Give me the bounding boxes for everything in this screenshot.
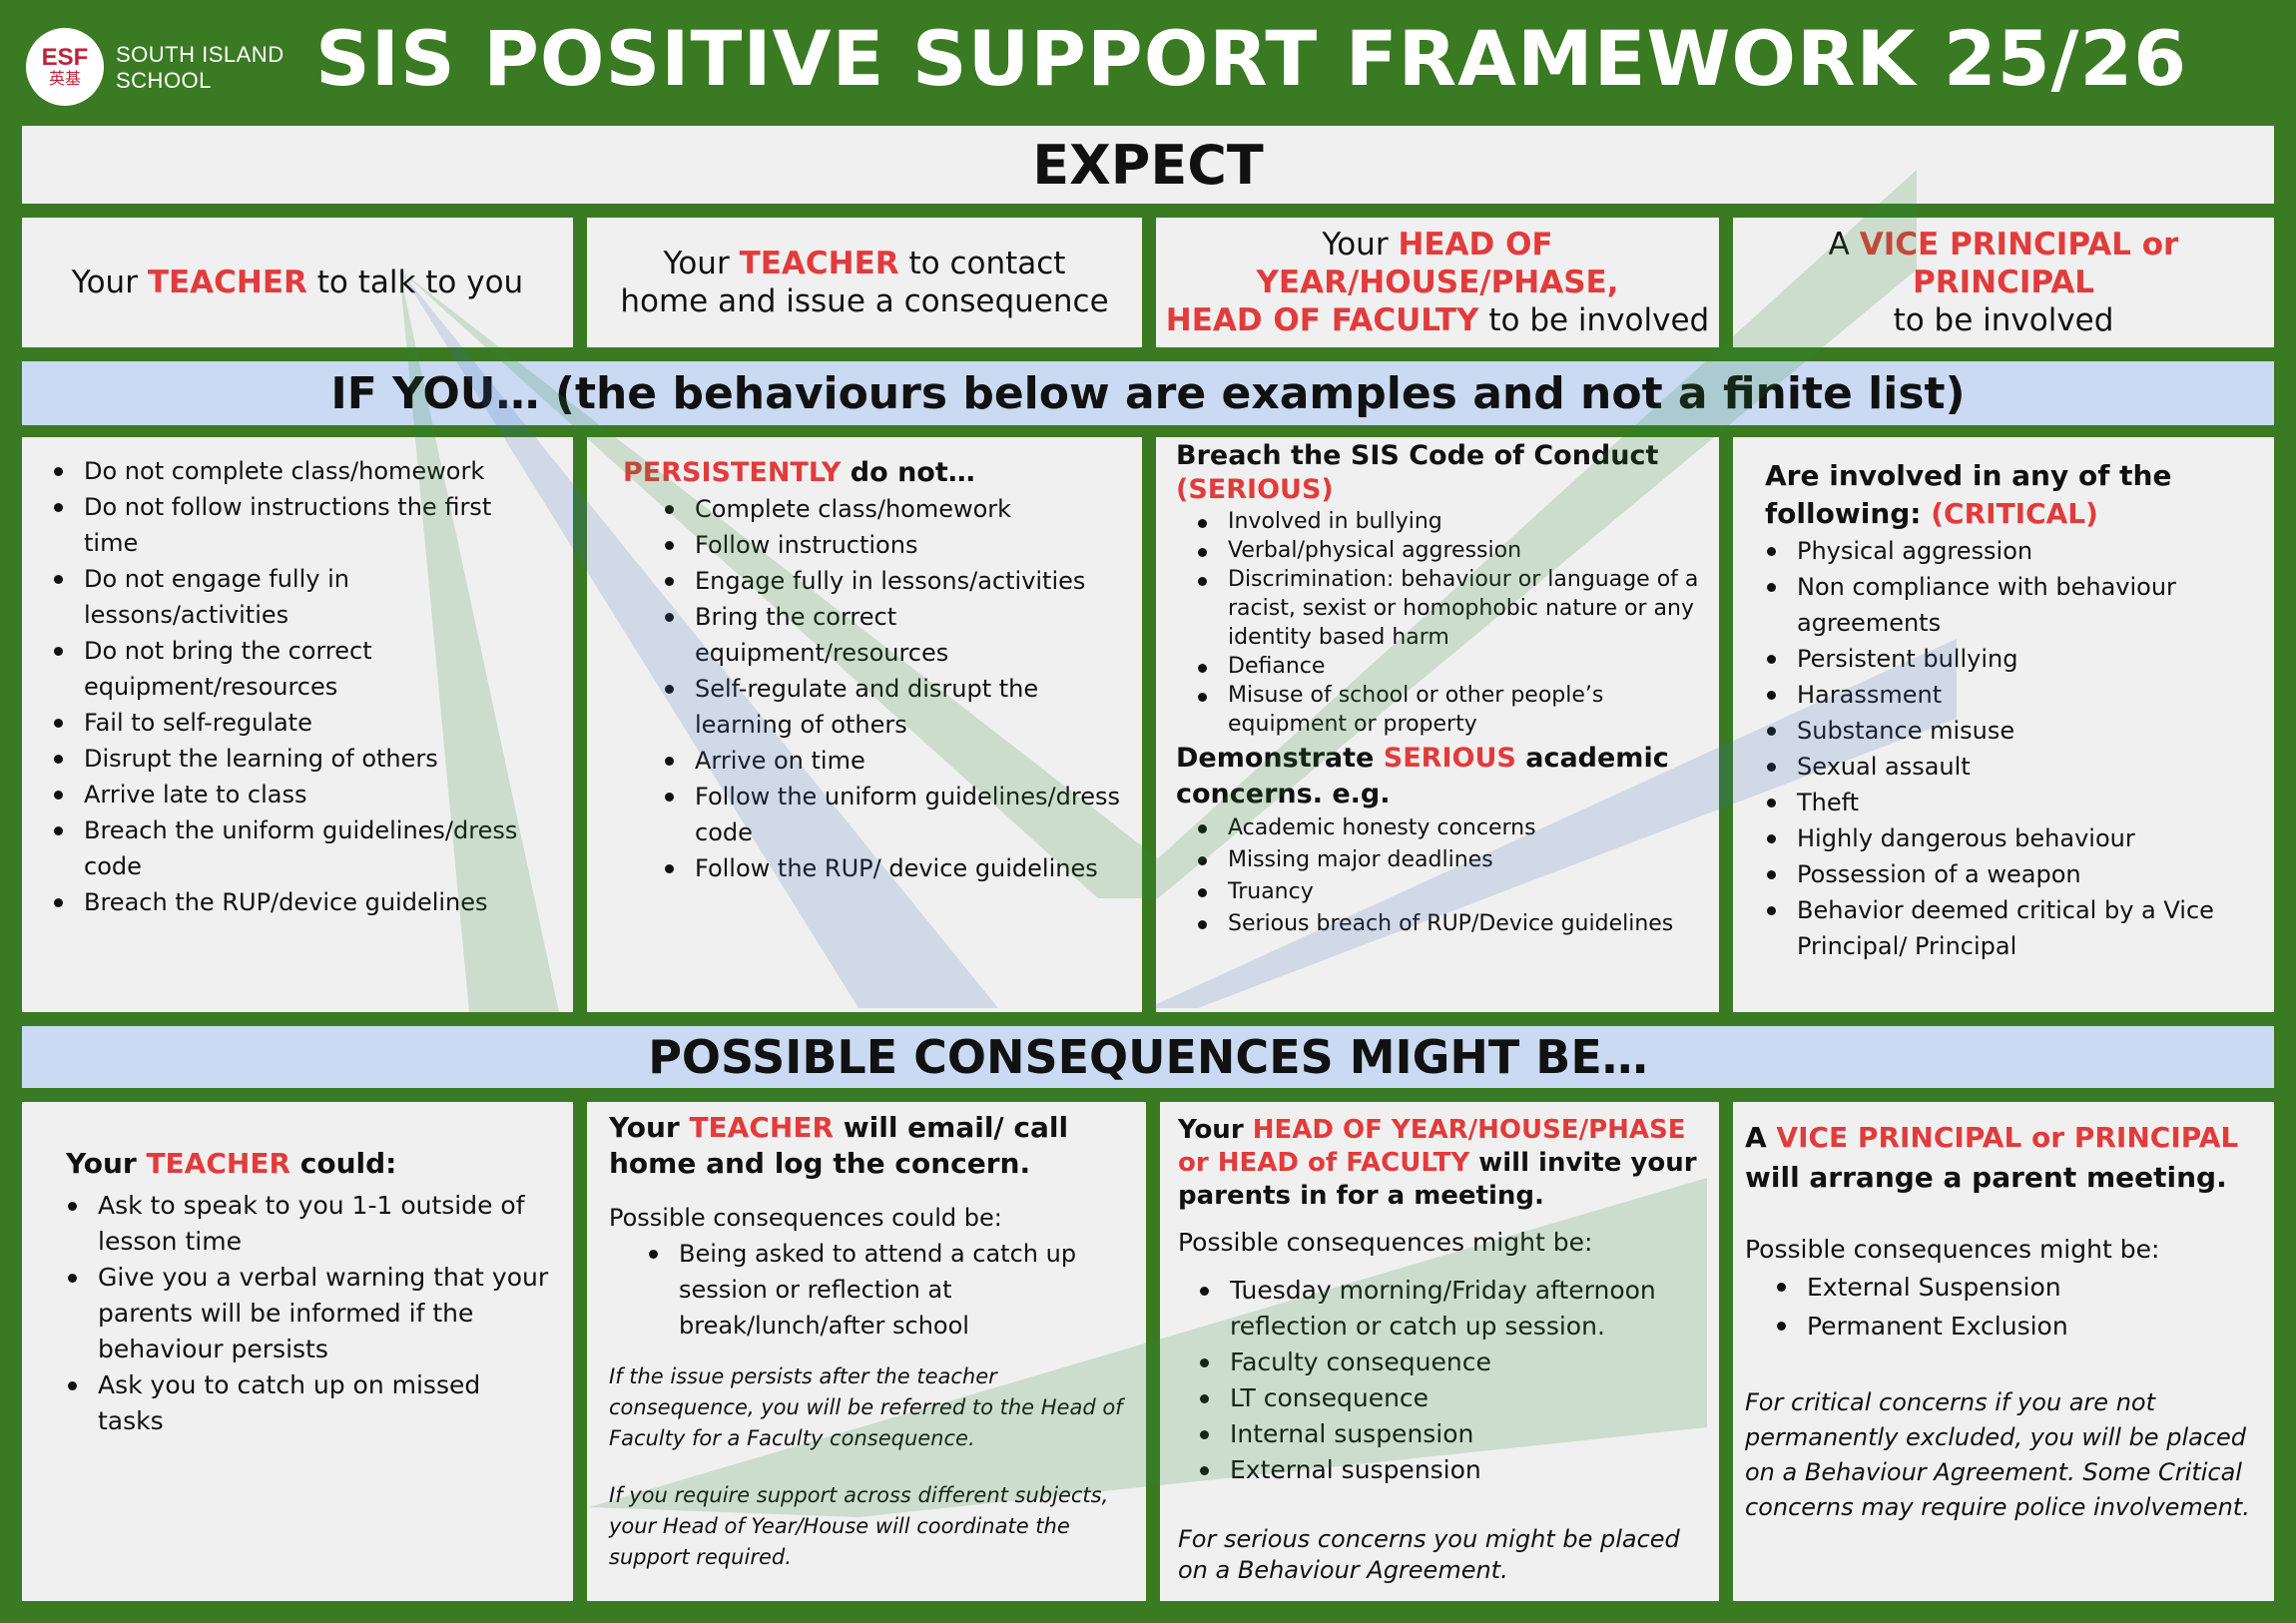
expect-head-of-year: Your HEAD OF YEAR/HOUSE/PHASE,HEAD OF FA… [1156, 218, 1719, 347]
list-item: Internal suspension [1178, 1416, 1699, 1452]
consequence-teacher-list: Ask to speak to you 1-1 outside of lesso… [46, 1188, 553, 1439]
esf-logo: ESF 英基 [26, 28, 104, 106]
list-item: External Suspension [1755, 1268, 2254, 1307]
school-name: SOUTH ISLAND SCHOOL [116, 42, 285, 94]
list-item: Breach the RUP/device guidelines [32, 884, 553, 920]
consequence-hoy-sub: Possible consequences might be: [1178, 1228, 1593, 1257]
list-item: Engage fully in lessons/activities [643, 563, 1122, 599]
consequence-contact-heading: Your TEACHER will email/ call home and l… [609, 1111, 1069, 1180]
if-you-col-critical: Are involved in any of the following: (C… [1733, 437, 2274, 1012]
list-item: Faculty consequence [1178, 1345, 1699, 1380]
list-item: Harassment [1745, 677, 2254, 713]
list-item: Involved in bullying [1176, 507, 1705, 536]
list-item: Sexual assault [1745, 749, 2254, 785]
list-item: Complete class/homework [643, 491, 1122, 527]
list-item: External suspension [1178, 1452, 1699, 1488]
list-item: Ask you to catch up on missed tasks [46, 1367, 553, 1439]
list-item: Being asked to attend a catch up session… [627, 1236, 1126, 1344]
logo-cn-text: 英基 [48, 71, 81, 88]
school-name-line2: SCHOOL [116, 68, 212, 93]
list-item: Bring the correct equipment/resources [643, 599, 1122, 671]
list-item: Serious breach of RUP/Device guidelines [1176, 908, 1705, 940]
list-item: Tuesday morning/Friday afternoon reflect… [1178, 1273, 1699, 1345]
list-item: Missing major deadlines [1176, 844, 1705, 876]
logo-esf-text: ESF [41, 44, 89, 71]
list-item: Behavior deemed critical by a Vice Princ… [1745, 892, 2254, 964]
consequence-hoy-heading: Your HEAD OF YEAR/HOUSE/PHASE or HEAD of… [1178, 1115, 1697, 1211]
consequence-contact-list: Being asked to attend a catch up session… [609, 1236, 1126, 1344]
list-item: Misuse of school or other people’s equip… [1176, 681, 1705, 739]
list-item: Do not bring the correct equipment/resou… [32, 633, 553, 705]
consequence-teacher: Your TEACHER could: Ask to speak to you … [22, 1102, 573, 1601]
list-item: Arrive late to class [32, 777, 553, 812]
list-item: Highly dangerous behaviour [1745, 820, 2254, 856]
consequence-contact-sub: Possible consequences could be: [609, 1204, 1002, 1232]
list-item: Fail to self-regulate [32, 705, 553, 741]
if-you-heading: IF YOU… (the behaviours below are exampl… [22, 361, 2274, 425]
expect-heading: EXPECT [22, 126, 2274, 204]
list-item: Give you a verbal warning that your pare… [46, 1260, 553, 1367]
list-item: Academic honesty concerns [1176, 812, 1705, 844]
list-item: Possession of a weapon [1745, 856, 2254, 892]
list-item: Do not complete class/homework [32, 453, 553, 489]
list-item: Non compliance with behaviour agreements [1745, 569, 2254, 641]
list-item: Defiance [1176, 652, 1705, 681]
consequence-head-of-year: Your HEAD OF YEAR/HOUSE/PHASE or HEAD of… [1160, 1102, 1719, 1601]
list-item: Permanent Exclusion [1755, 1307, 2254, 1346]
consequence-teacher-contact: Your TEACHER will email/ call home and l… [587, 1102, 1146, 1601]
expect-teacher-contact: Your TEACHER to contact home and issue a… [587, 218, 1142, 347]
consequence-contact-note1: If the issue persists after the teacher … [609, 1364, 1123, 1450]
list-item: Self-regulate and disrupt the learning o… [643, 671, 1122, 743]
page-title: SIS POSITIVE SUPPORT FRAMEWORK 25/26 [315, 14, 2188, 103]
persistent-heading: PERSISTENTLY do not… [623, 457, 975, 488]
list-item: Theft [1745, 785, 2254, 820]
list-item: Follow instructions [643, 527, 1122, 563]
list-item: Follow the RUP/ device guidelines [643, 850, 1122, 886]
list-item: Do not follow instructions the first tim… [32, 489, 553, 561]
school-name-line1: SOUTH ISLAND [116, 42, 285, 67]
if-you-col-persistent: PERSISTENTLY do not… Complete class/home… [587, 437, 1142, 1012]
list-item: Persistent bullying [1745, 641, 2254, 677]
list-item: Do not engage fully in lessons/activitie… [32, 561, 553, 633]
list-item: Verbal/physical aggression [1176, 536, 1705, 565]
serious-heading: Breach the SIS Code of Conduct(SERIOUS) [1176, 440, 1659, 505]
list-item: Physical aggression [1745, 533, 2254, 569]
consequence-contact-note2: If you require support across different … [609, 1483, 1109, 1569]
consequence-vp-note: For critical concerns if you are not per… [1745, 1388, 2250, 1521]
list-item: LT consequence [1178, 1380, 1699, 1416]
list-item: Breach the uniform guidelines/dress code [32, 812, 553, 884]
list-item: Arrive on time [643, 743, 1122, 779]
list-item: Ask to speak to you 1-1 outside of lesso… [46, 1188, 553, 1260]
expect-teacher-talk: Your TEACHER to talk to you [22, 218, 573, 347]
consequence-vp-sub: Possible consequences might be: [1745, 1235, 2160, 1264]
list-item: Discrimination: behaviour or language of… [1176, 565, 1705, 652]
list-item: Truancy [1176, 876, 1705, 908]
list-item: Disrupt the learning of others [32, 741, 553, 777]
list-item: Follow the uniform guidelines/dress code [643, 779, 1122, 850]
consequences-heading: POSSIBLE CONSEQUENCES MIGHT BE… [22, 1026, 2274, 1088]
consequence-teacher-heading: Your TEACHER could: [66, 1147, 397, 1180]
header: ESF 英基 SOUTH ISLAND SCHOOL SIS POSITIVE … [0, 0, 2296, 125]
critical-heading: Are involved in any of the following: (C… [1765, 459, 2172, 530]
if-you-col-serious: Breach the SIS Code of Conduct(SERIOUS) … [1156, 437, 1719, 1012]
academic-heading: Demonstrate SERIOUS academic concerns. e… [1176, 743, 1669, 810]
consequence-hoy-list: Tuesday morning/Friday afternoon reflect… [1178, 1273, 1699, 1488]
list-item: Substance misuse [1745, 713, 2254, 749]
consequence-hoy-note: For serious concerns you might be placed… [1178, 1525, 1680, 1584]
